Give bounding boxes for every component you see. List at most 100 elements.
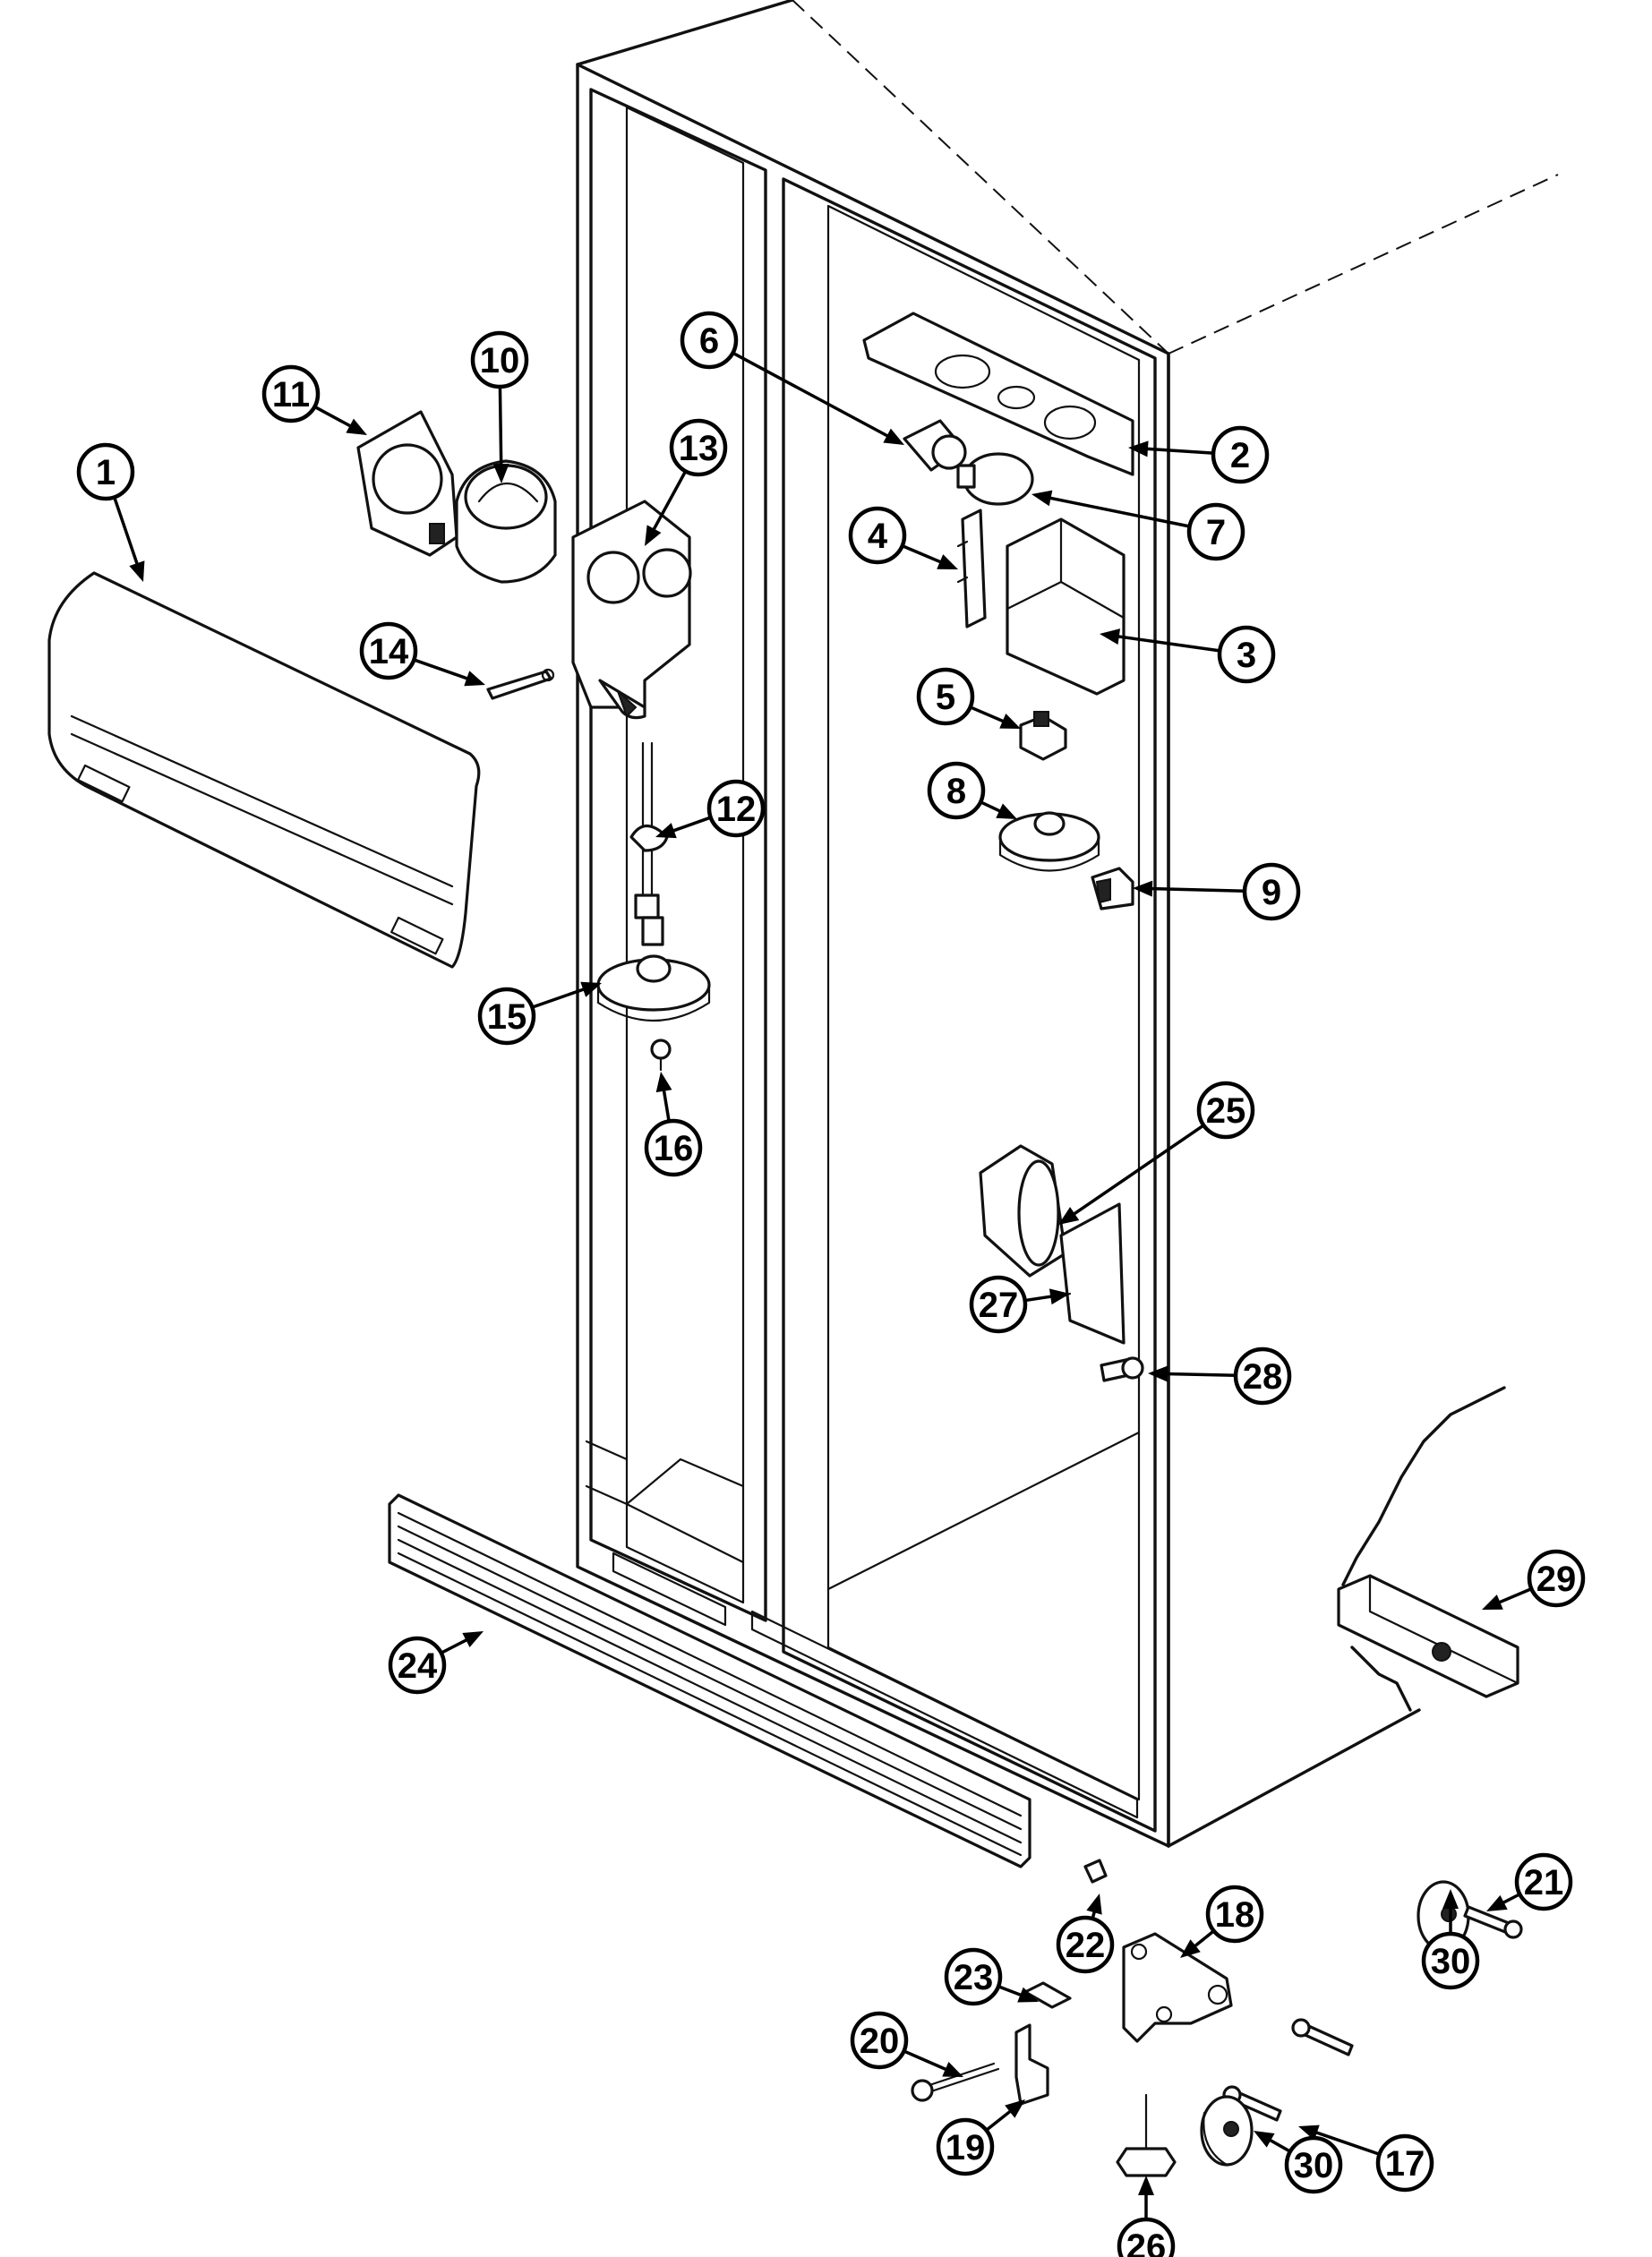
part-19-bracket xyxy=(1014,2023,1049,2106)
callout-circle xyxy=(927,761,986,820)
leader-line xyxy=(113,496,141,571)
leader-line xyxy=(1140,447,1214,455)
arrowhead xyxy=(883,428,904,445)
part-10-motor xyxy=(455,459,557,584)
callout-circle xyxy=(1186,502,1245,561)
callout-label: 4 xyxy=(868,517,888,556)
part-16-screw xyxy=(650,1039,672,1072)
arrowhead xyxy=(1049,1288,1070,1305)
leader-line xyxy=(649,470,688,536)
callout-circle xyxy=(261,364,321,423)
arrowhead xyxy=(1017,1987,1039,2003)
callout-23: 23 xyxy=(944,1947,1039,2006)
callout-26: 26 xyxy=(1117,2176,1176,2257)
callout-label: 15 xyxy=(487,997,527,1037)
callout-19: 19 xyxy=(936,2099,1025,2176)
callout-label: 10 xyxy=(480,341,520,380)
callout-29: 29 xyxy=(1482,1549,1586,1610)
callout-label: 9 xyxy=(1262,873,1281,912)
arrowhead xyxy=(1148,1365,1168,1382)
callout-10: 10 xyxy=(470,330,529,483)
part-13-dispenser xyxy=(571,500,692,720)
callout-label: 24 xyxy=(398,1646,438,1686)
callout-label: 21 xyxy=(1524,1863,1564,1902)
callout-3: 3 xyxy=(1100,625,1276,684)
callout-label: 13 xyxy=(679,429,719,468)
callout-7: 7 xyxy=(1031,490,1245,561)
callout-label: 27 xyxy=(979,1286,1019,1325)
callout-label: 26 xyxy=(1126,2227,1167,2257)
arrowhead xyxy=(464,671,485,687)
part-23-plate xyxy=(1023,1981,1072,2009)
part-9-switch xyxy=(1091,867,1134,910)
callout-label: 25 xyxy=(1206,1091,1246,1131)
callout-5: 5 xyxy=(916,667,1021,729)
arrowhead xyxy=(655,1072,672,1093)
part-15-knob xyxy=(596,954,711,1022)
callout-label: 30 xyxy=(1294,2146,1334,2185)
arrowhead xyxy=(1138,2176,1154,2195)
arrowhead xyxy=(1133,880,1153,897)
leader-line xyxy=(666,816,712,834)
arrowhead xyxy=(1058,1207,1080,1225)
arrowhead xyxy=(999,714,1021,729)
arrowhead xyxy=(1031,490,1053,507)
callout-28: 28 xyxy=(1148,1347,1292,1406)
callout-13: 13 xyxy=(645,418,728,546)
leader-line xyxy=(1111,634,1220,653)
callout-circle xyxy=(388,1636,447,1695)
arrowhead xyxy=(1442,1889,1459,1909)
callout-label: 29 xyxy=(1536,1560,1577,1599)
part-12-shaft xyxy=(629,741,669,946)
callout-12: 12 xyxy=(655,779,766,839)
callout-label: 14 xyxy=(369,632,409,671)
callout-label: 2 xyxy=(1230,436,1250,475)
callout-circle xyxy=(669,418,728,477)
callout-circle xyxy=(1527,1549,1586,1608)
leader-line xyxy=(1144,886,1245,893)
part-7-bulb xyxy=(956,452,1034,506)
part-27-cover xyxy=(1055,1202,1126,1345)
callout-circle xyxy=(706,779,766,838)
arrowhead xyxy=(996,803,1017,819)
callout-circle xyxy=(1375,2133,1434,2193)
part-2-light-bracket xyxy=(862,312,1134,476)
part-26-leveling-leg xyxy=(1116,2093,1177,2177)
callout-circle xyxy=(969,1275,1028,1334)
callout-circle xyxy=(848,506,907,565)
part-6-socket xyxy=(903,419,967,472)
leader-line xyxy=(498,386,503,472)
callout-24: 24 xyxy=(388,1631,484,1695)
part-29-bracket-cutaway xyxy=(1337,1386,1519,1712)
leader-line xyxy=(901,544,947,567)
callout-label: 17 xyxy=(1385,2144,1425,2184)
callout-circle xyxy=(1421,1931,1480,1990)
callout-18: 18 xyxy=(1180,1885,1264,1958)
callout-14: 14 xyxy=(359,621,485,687)
part-1-door-panel xyxy=(47,571,481,969)
callout-30: 30 xyxy=(1254,2131,1343,2194)
callout-label: 20 xyxy=(860,2022,900,2061)
part-22-clip xyxy=(1083,1859,1108,1884)
callout-2: 2 xyxy=(1128,425,1270,484)
callout-label: 23 xyxy=(954,1958,994,1997)
callout-8: 8 xyxy=(927,761,1017,820)
callout-label: 19 xyxy=(946,2128,986,2167)
part-24-grille xyxy=(388,1493,1031,1868)
callout-label: 1 xyxy=(96,453,116,492)
part-8-knob xyxy=(998,811,1100,872)
callout-30: 30 xyxy=(1421,1889,1480,1990)
callout-circle xyxy=(850,2011,909,2070)
part-4-bracket xyxy=(956,509,987,628)
part-11-housing xyxy=(356,410,458,557)
part-17-pins xyxy=(1222,2018,1354,2122)
callout-circle xyxy=(1233,1347,1292,1406)
callout-label: 3 xyxy=(1237,636,1256,675)
leader-line xyxy=(413,658,475,683)
callout-4: 4 xyxy=(848,506,958,569)
callout-25: 25 xyxy=(1058,1081,1255,1225)
callout-circle xyxy=(1217,625,1276,684)
arrowhead xyxy=(1254,2131,1275,2148)
callout-circle xyxy=(1242,862,1301,921)
